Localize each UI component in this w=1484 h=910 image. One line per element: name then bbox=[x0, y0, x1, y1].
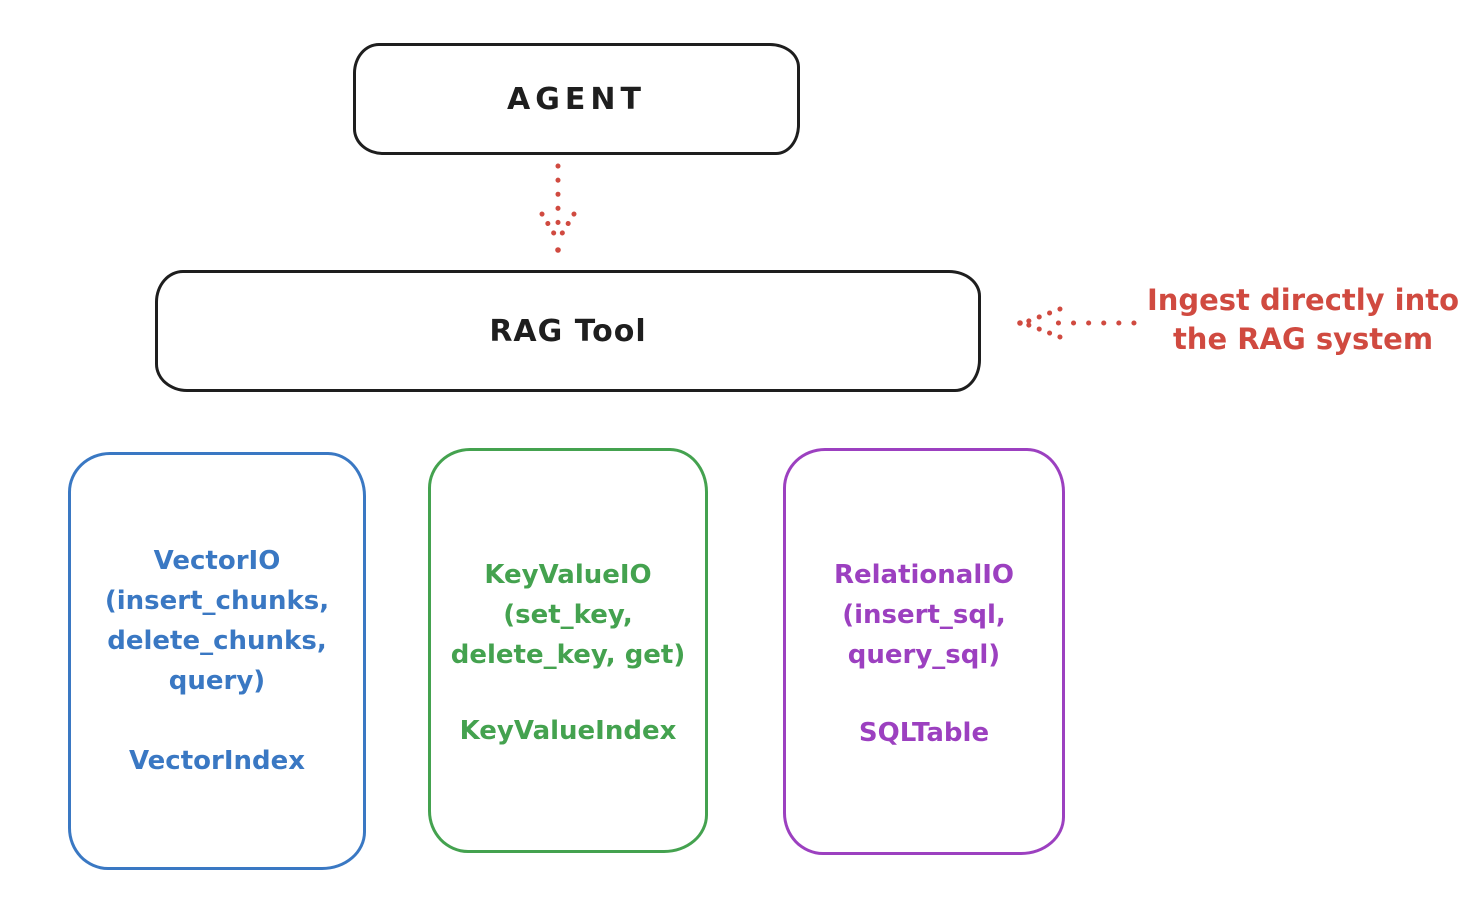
agent-node: AGENT bbox=[353, 43, 800, 155]
ingest-annotation-line2: the RAG system bbox=[1172, 322, 1434, 356]
ingest-annotation-line1: Ingest directly into bbox=[1146, 283, 1460, 317]
vector-io-box: VectorIO (insert_chunks, delete_chunks, … bbox=[68, 452, 366, 870]
rag-tool-node: RAG Tool bbox=[155, 270, 981, 392]
keyvalue-index-label: KeyValueIndex bbox=[459, 716, 677, 746]
arrow-agent-to-ragtool-icon bbox=[539, 163, 577, 253]
relational-io-label: RelationalIO (insert_sql, query_sql) bbox=[833, 560, 1015, 670]
keyvalue-io-box: KeyValueIO (set_key, delete_key, get) Ke… bbox=[428, 448, 708, 853]
ingest-annotation: Ingest directly into the RAG system bbox=[1136, 281, 1470, 359]
arrow-annotation-to-ragtool-icon bbox=[1017, 306, 1137, 340]
relational-io-box: RelationalIO (insert_sql, query_sql) SQL… bbox=[783, 448, 1065, 855]
vector-io-label: VectorIO (insert_chunks, delete_chunks, … bbox=[104, 546, 330, 696]
rag-tool-node-label: RAG Tool bbox=[489, 313, 647, 349]
keyvalue-io-label: KeyValueIO (set_key, delete_key, get) bbox=[450, 560, 686, 670]
agent-node-label: AGENT bbox=[507, 81, 646, 117]
vector-index-label: VectorIndex bbox=[128, 746, 306, 776]
sql-table-label: SQLTable bbox=[858, 718, 990, 748]
